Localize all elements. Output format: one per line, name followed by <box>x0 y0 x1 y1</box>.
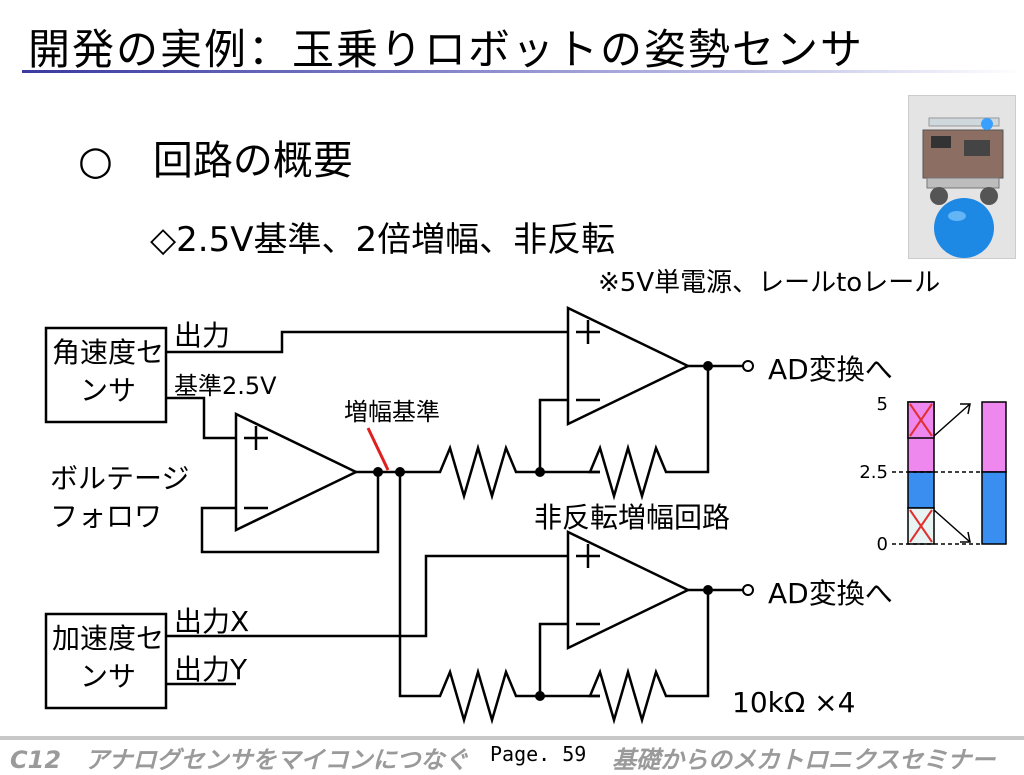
output-scale-graphic <box>892 401 1007 545</box>
resistor-upper-1 <box>430 443 600 501</box>
section-subheading: ◇2.5V基準、2倍増幅、非反転 <box>150 220 616 260</box>
robot-photo <box>908 95 1016 259</box>
section-heading: ○ 回路の概要 <box>78 138 353 184</box>
opamp-upper <box>566 306 691 426</box>
wire-gyro-ref <box>166 396 236 440</box>
footer: C12 アナログセンサをマイコンにつなぐ Page. 59 基礎からのメカトロニ… <box>0 732 1024 774</box>
noninv-amp-label: 非反転増幅回路 <box>534 501 731 534</box>
title-underline <box>22 70 1022 73</box>
resistor-lower-2 <box>588 590 710 725</box>
accel-output-x-label: 出力X <box>174 605 250 638</box>
accel-sensor-label: 加速度センサ <box>52 622 165 693</box>
follower-opamp <box>234 412 359 532</box>
gyro-ref-label: 基準2.5V <box>174 372 277 400</box>
footer-seminar: 基礎からのメカトロニクスセミナー <box>612 746 996 774</box>
wire-lower-minus <box>538 622 568 696</box>
scale-tick-0: 0 <box>876 534 888 555</box>
resistor-lower-1 <box>430 667 600 725</box>
footer-rule <box>0 736 1024 740</box>
gyro-sensor-box <box>44 326 168 424</box>
power-note: ※5V単電源、レールtoレール <box>598 268 941 298</box>
resistor-upper-2 <box>588 366 710 501</box>
resistor-note: 10kΩ ×4 <box>732 686 856 719</box>
wire-accel-x <box>166 554 568 638</box>
wire-gyro-out <box>166 330 568 354</box>
gyro-output-label: 出力 <box>174 319 231 352</box>
scale-tick-5: 5 <box>876 394 888 415</box>
footer-course: C12 アナログセンサをマイコンにつなぐ <box>10 746 469 774</box>
gyro-sensor-label: 角速度センサ <box>52 336 165 407</box>
scale-tick-2-5: 2.5 <box>859 462 888 483</box>
slide-title: 開発の実例：玉乗りロボットの姿勢センサ <box>28 25 865 74</box>
opamp-lower <box>566 530 691 650</box>
voltage-follower-label: ボルテージフォロワ <box>50 462 190 533</box>
ad-label-lower: AD変換へ <box>768 577 893 610</box>
wire-follower-feedback <box>200 472 380 554</box>
accel-sensor-box <box>44 612 168 710</box>
wire-upper-minus <box>538 398 568 472</box>
wire-ref-lower <box>398 472 430 698</box>
footer-page-number: Page. 59 <box>490 742 587 766</box>
amp-ref-label: 増幅基準 <box>344 398 440 426</box>
accel-output-y-label: 出力Y <box>174 653 248 686</box>
ad-label-upper: AD変換へ <box>768 353 893 386</box>
